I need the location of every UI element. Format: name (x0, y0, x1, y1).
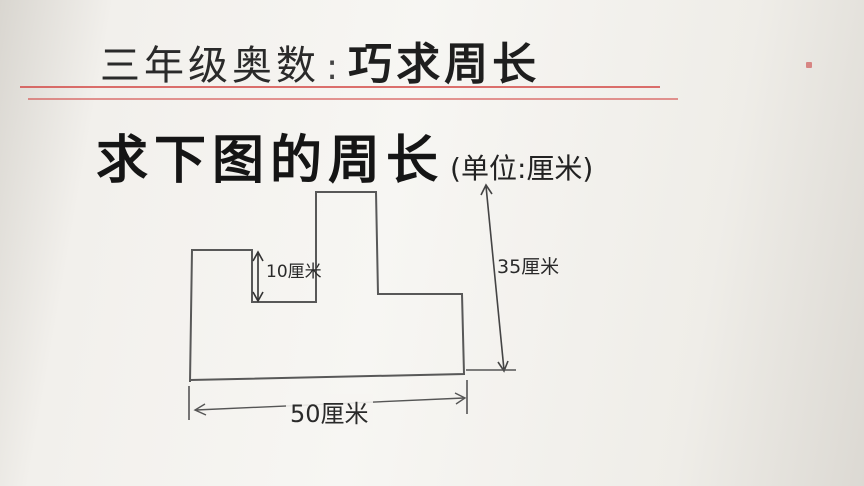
height-arrow-bottom (497, 360, 509, 373)
width-arrow-right (454, 392, 467, 405)
notch-arrow-top (252, 250, 264, 262)
question-prompt: 求下图的周长(单位:厘米) (96, 118, 593, 193)
figure-outline (189, 191, 466, 383)
height-arrow-top (480, 183, 493, 196)
ruled-line-red-secondary (28, 98, 678, 100)
notch-arrow-bottom (252, 291, 264, 303)
paper-mark (806, 62, 812, 68)
notch-depth-label: 10厘米 (266, 262, 322, 282)
title-separator: : (326, 47, 343, 88)
page-title: 三年级奥数:巧求周长 (100, 28, 540, 92)
width-arrow-left (193, 403, 207, 416)
question-text: 求下图的周长 (96, 131, 445, 191)
question-unit-note: (单位:厘米) (450, 152, 594, 185)
title-grade-topic: 三年级奥数 (100, 43, 320, 89)
title-topic: 巧求周长 (348, 39, 541, 90)
height-label: 35厘米 (497, 256, 560, 278)
height-dimension-line (485, 185, 505, 371)
width-label: 50厘米 (286, 394, 373, 429)
ruled-line-red (20, 86, 660, 88)
